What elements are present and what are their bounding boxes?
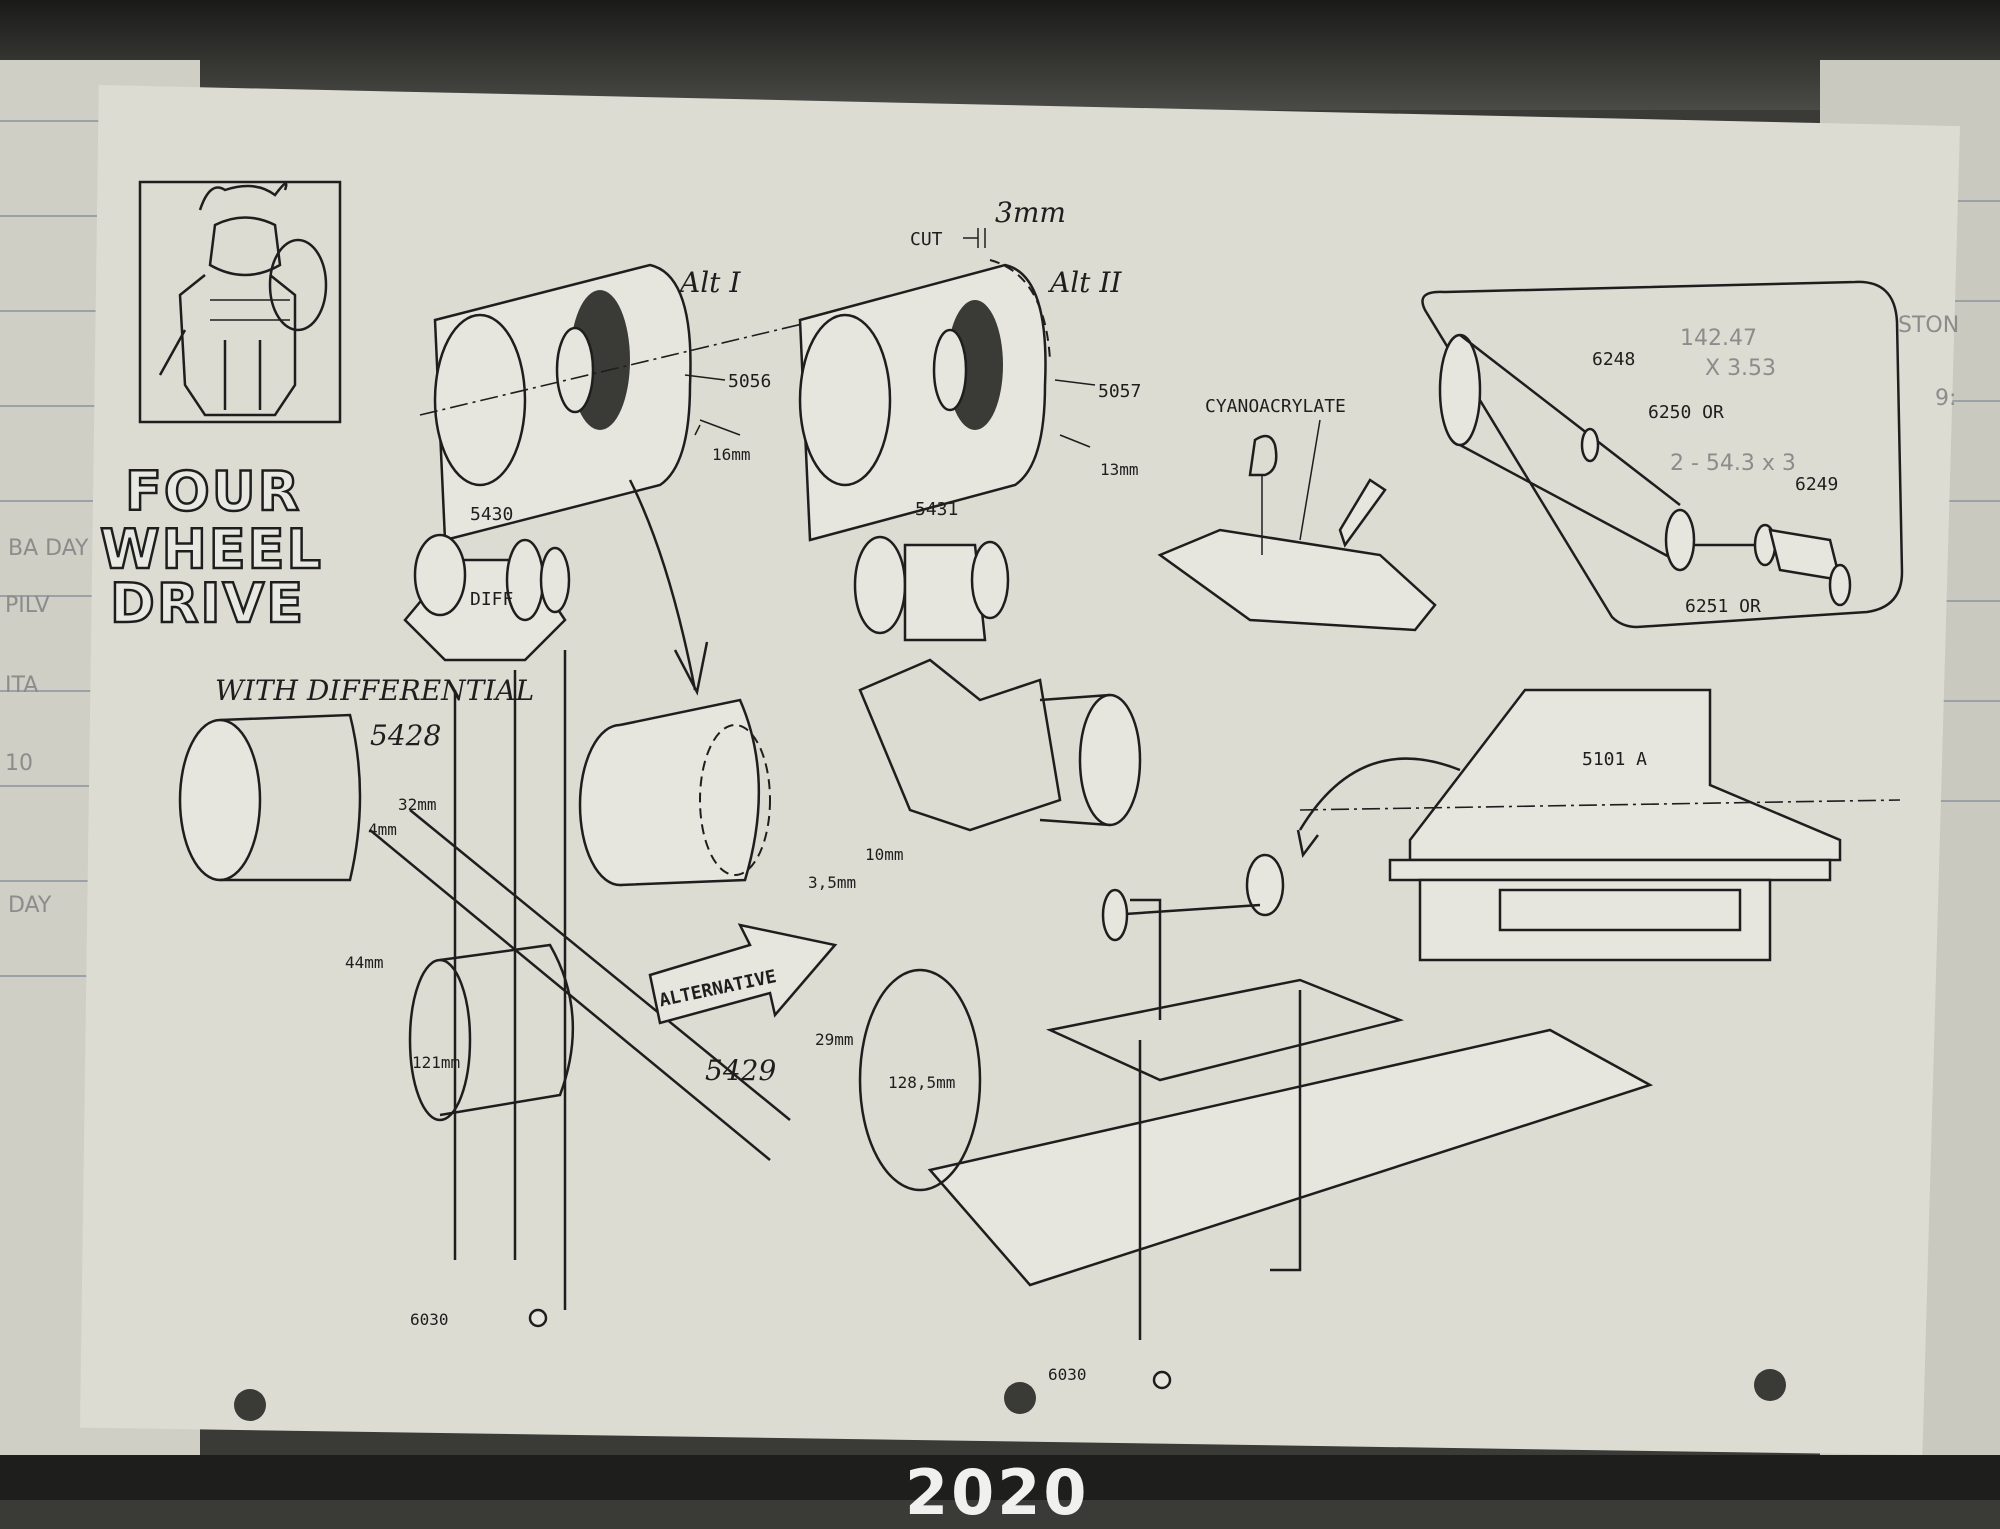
alt-2-wheel-hub: CUT 3mm Alt II 5057 13mm [798,196,1141,542]
part-6249: 6249 [1795,474,1838,495]
title-line-2: WHEEL [100,518,323,581]
alternative-arrow: ALTERNATIVE 5429 [648,923,838,1087]
base-plate: 6030 [234,898,1786,1421]
dim-3-5mm: 3,5mm [808,873,856,892]
part-5056: 5056 [728,371,771,392]
dim-44mm: 44mm [345,953,384,972]
dim-128-5mm: 128,5mm [888,1073,955,1092]
dim-32mm: 32mm [398,795,437,814]
differential-unit: 5430 DIFF [403,504,571,662]
dim-13mm: 13mm [1100,460,1139,479]
title-line-1: FOUR [125,460,301,523]
viking-logo [138,180,342,424]
dim-16mm: 16mm [712,445,751,464]
alt-1-wheel-hub: Alt I 5056 16mm [419,263,841,542]
with-differential-label: WITH DIFFERENTIAL [215,674,534,707]
part-6030-left: 6030 [410,1310,449,1329]
down-arrow [628,479,709,696]
bg-word: 9: [1935,386,1956,411]
axle-bracket: 5431 [853,499,1010,642]
dim-29mm: 29mm [815,1030,854,1049]
bg-word: 10 [5,751,33,776]
front-chassis: WITH DIFFERENTIAL 5428 32mm 4mm 44mm 121… [178,650,791,1329]
part-5430: 5430 [470,504,513,525]
cyanoacrylate-label: CYANOACRYLATE [1205,396,1346,417]
part-5428: 5428 [370,719,441,752]
pencil-note-2: X 3.53 [1705,356,1776,381]
rear-body-5101a: 5101 A [1101,688,1901,962]
bg-word: PILV [5,593,50,618]
part-6251: 6251 OR [1685,596,1761,617]
title-line-3: DRIVE [110,572,305,635]
part-5429: 5429 [705,1054,776,1087]
bg-word: ITA [5,673,38,698]
dim-10mm: 10mm [865,845,904,864]
cyanoacrylate-inset: CYANOACRYLATE [1157,396,1437,632]
pencil-note-3: 2 - 54.3 x 3 [1670,451,1796,476]
alt-1-label: Alt I [677,266,741,299]
bg-word: STON [1898,313,1959,338]
center-gear-housing: 10mm 3,5mm 29mm 128,5mm [578,658,1142,1092]
cut-dimension: 3mm [995,196,1066,229]
cut-label: CUT [910,229,943,250]
diff-label: DIFF [470,589,513,610]
calendar-strip [0,1455,2000,1500]
title-block: FOUR WHEEL DRIVE [99,459,323,637]
dim-121mm: 121mm [412,1053,460,1072]
part-6248: 6248 [1592,349,1635,370]
part-5057: 5057 [1098,381,1141,402]
part-6030-right: 6030 [1048,1365,1087,1384]
part-6250: 6250 OR [1648,402,1724,423]
part-5431: 5431 [915,499,958,520]
dim-4mm: 4mm [368,820,397,839]
bg-word: BA DAY [8,536,89,561]
axle-parts-inset: 6248 6250 OR 6249 6251 OR 142.47 X 3.53 … [1421,280,1904,629]
part-5101a: 5101 A [1582,749,1647,770]
bg-word: DAY [8,893,52,918]
pencil-note-1: 142.47 [1680,326,1757,351]
alt-2-label: Alt II [1047,266,1122,299]
